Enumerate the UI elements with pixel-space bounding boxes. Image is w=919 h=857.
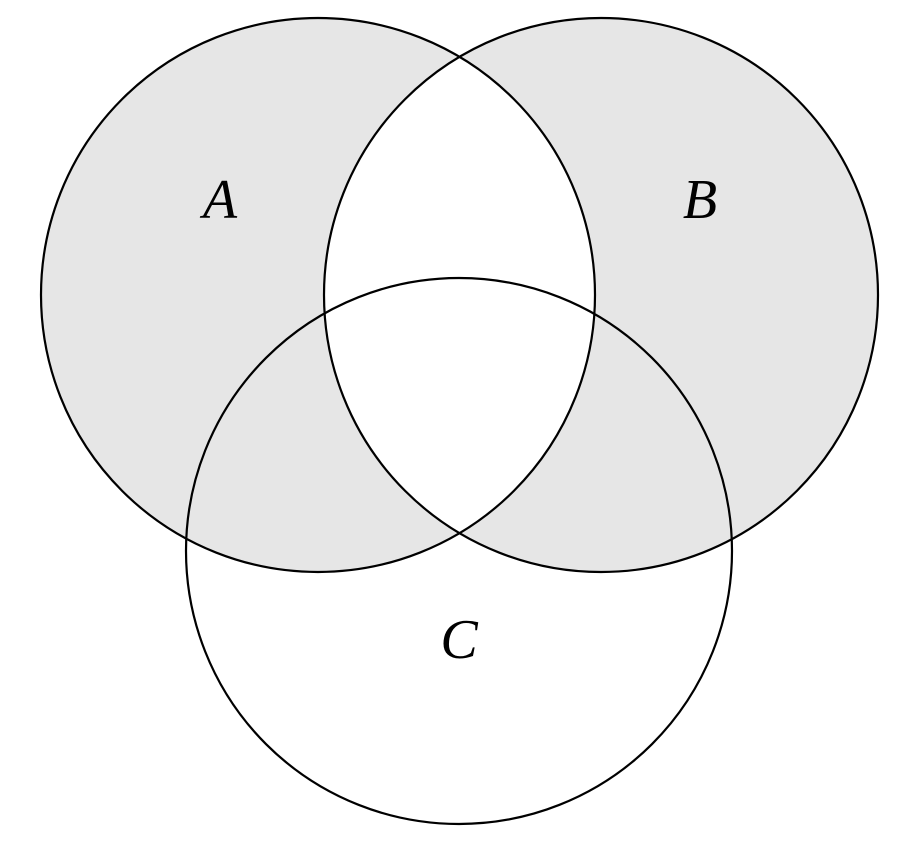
shaded-region-b-minus-a bbox=[324, 18, 878, 572]
set-label-a: A bbox=[199, 169, 238, 231]
set-circle-c[interactable] bbox=[184, 276, 734, 826]
set-label-b: B bbox=[683, 169, 717, 231]
set-circle-b[interactable] bbox=[322, 16, 880, 574]
set-circle-a[interactable] bbox=[39, 16, 597, 574]
set-label-c: C bbox=[440, 609, 478, 671]
